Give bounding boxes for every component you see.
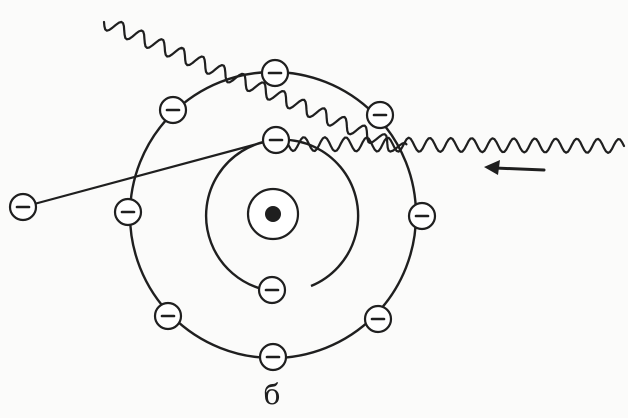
incident-wave: [285, 137, 624, 153]
electron-inner-bottom: [259, 277, 285, 303]
ejected-electron-track: [23, 140, 272, 207]
electron-struck: [263, 127, 289, 153]
electron-outer-right: [409, 203, 435, 229]
scattered-wave: [104, 22, 406, 152]
electron-outer-lower-left: [155, 303, 181, 329]
electrons: [10, 60, 435, 370]
nucleus: [248, 189, 298, 239]
electron-outer-lower-right: [365, 306, 391, 332]
incoming-direction-arrow: [484, 160, 544, 175]
electron-outer-upper-left: [160, 97, 186, 123]
electron-ejected: [10, 194, 36, 220]
electron-outer-upper-right: [367, 102, 393, 128]
electron-outer-bottom: [260, 344, 286, 370]
electron-outer-left: [115, 199, 141, 225]
figure-caption: б: [258, 380, 286, 410]
electron-outer-top: [262, 60, 288, 86]
